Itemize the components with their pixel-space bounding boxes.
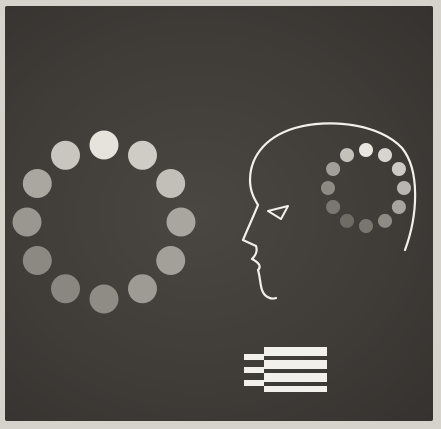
ring-dot <box>321 181 335 195</box>
piano-key <box>264 373 327 382</box>
piano-key <box>264 360 327 369</box>
dot-ring <box>13 131 196 314</box>
ring-dot <box>392 200 406 214</box>
ring-dot <box>392 162 406 176</box>
ring-dot <box>378 214 392 228</box>
ring-dot <box>326 200 340 214</box>
piano-black-key <box>244 380 264 386</box>
piano-key <box>264 386 327 392</box>
thought-dot-ring <box>321 143 411 233</box>
ring-dot <box>51 274 80 303</box>
piano-key <box>264 347 327 356</box>
ring-dot <box>167 208 196 237</box>
ring-dot <box>378 148 392 162</box>
ring-dot <box>326 162 340 176</box>
ring-dot <box>359 143 373 157</box>
ring-dot <box>128 274 157 303</box>
ring-dot <box>340 214 354 228</box>
ring-dot <box>340 148 354 162</box>
ring-dot <box>13 208 42 237</box>
ring-dot <box>156 169 185 198</box>
ring-dot <box>359 219 373 233</box>
ring-dot <box>90 285 119 314</box>
piano-black-key <box>244 367 264 373</box>
ring-dot <box>397 181 411 195</box>
ring-dot <box>128 141 157 170</box>
piano-black-key <box>244 354 264 360</box>
ring-dot <box>23 169 52 198</box>
ring-dot <box>156 246 185 275</box>
ring-dot <box>23 246 52 275</box>
ring-dot <box>90 131 119 160</box>
ring-dot <box>51 141 80 170</box>
eye-icon <box>268 206 288 219</box>
piano-keys-icon <box>244 347 327 392</box>
